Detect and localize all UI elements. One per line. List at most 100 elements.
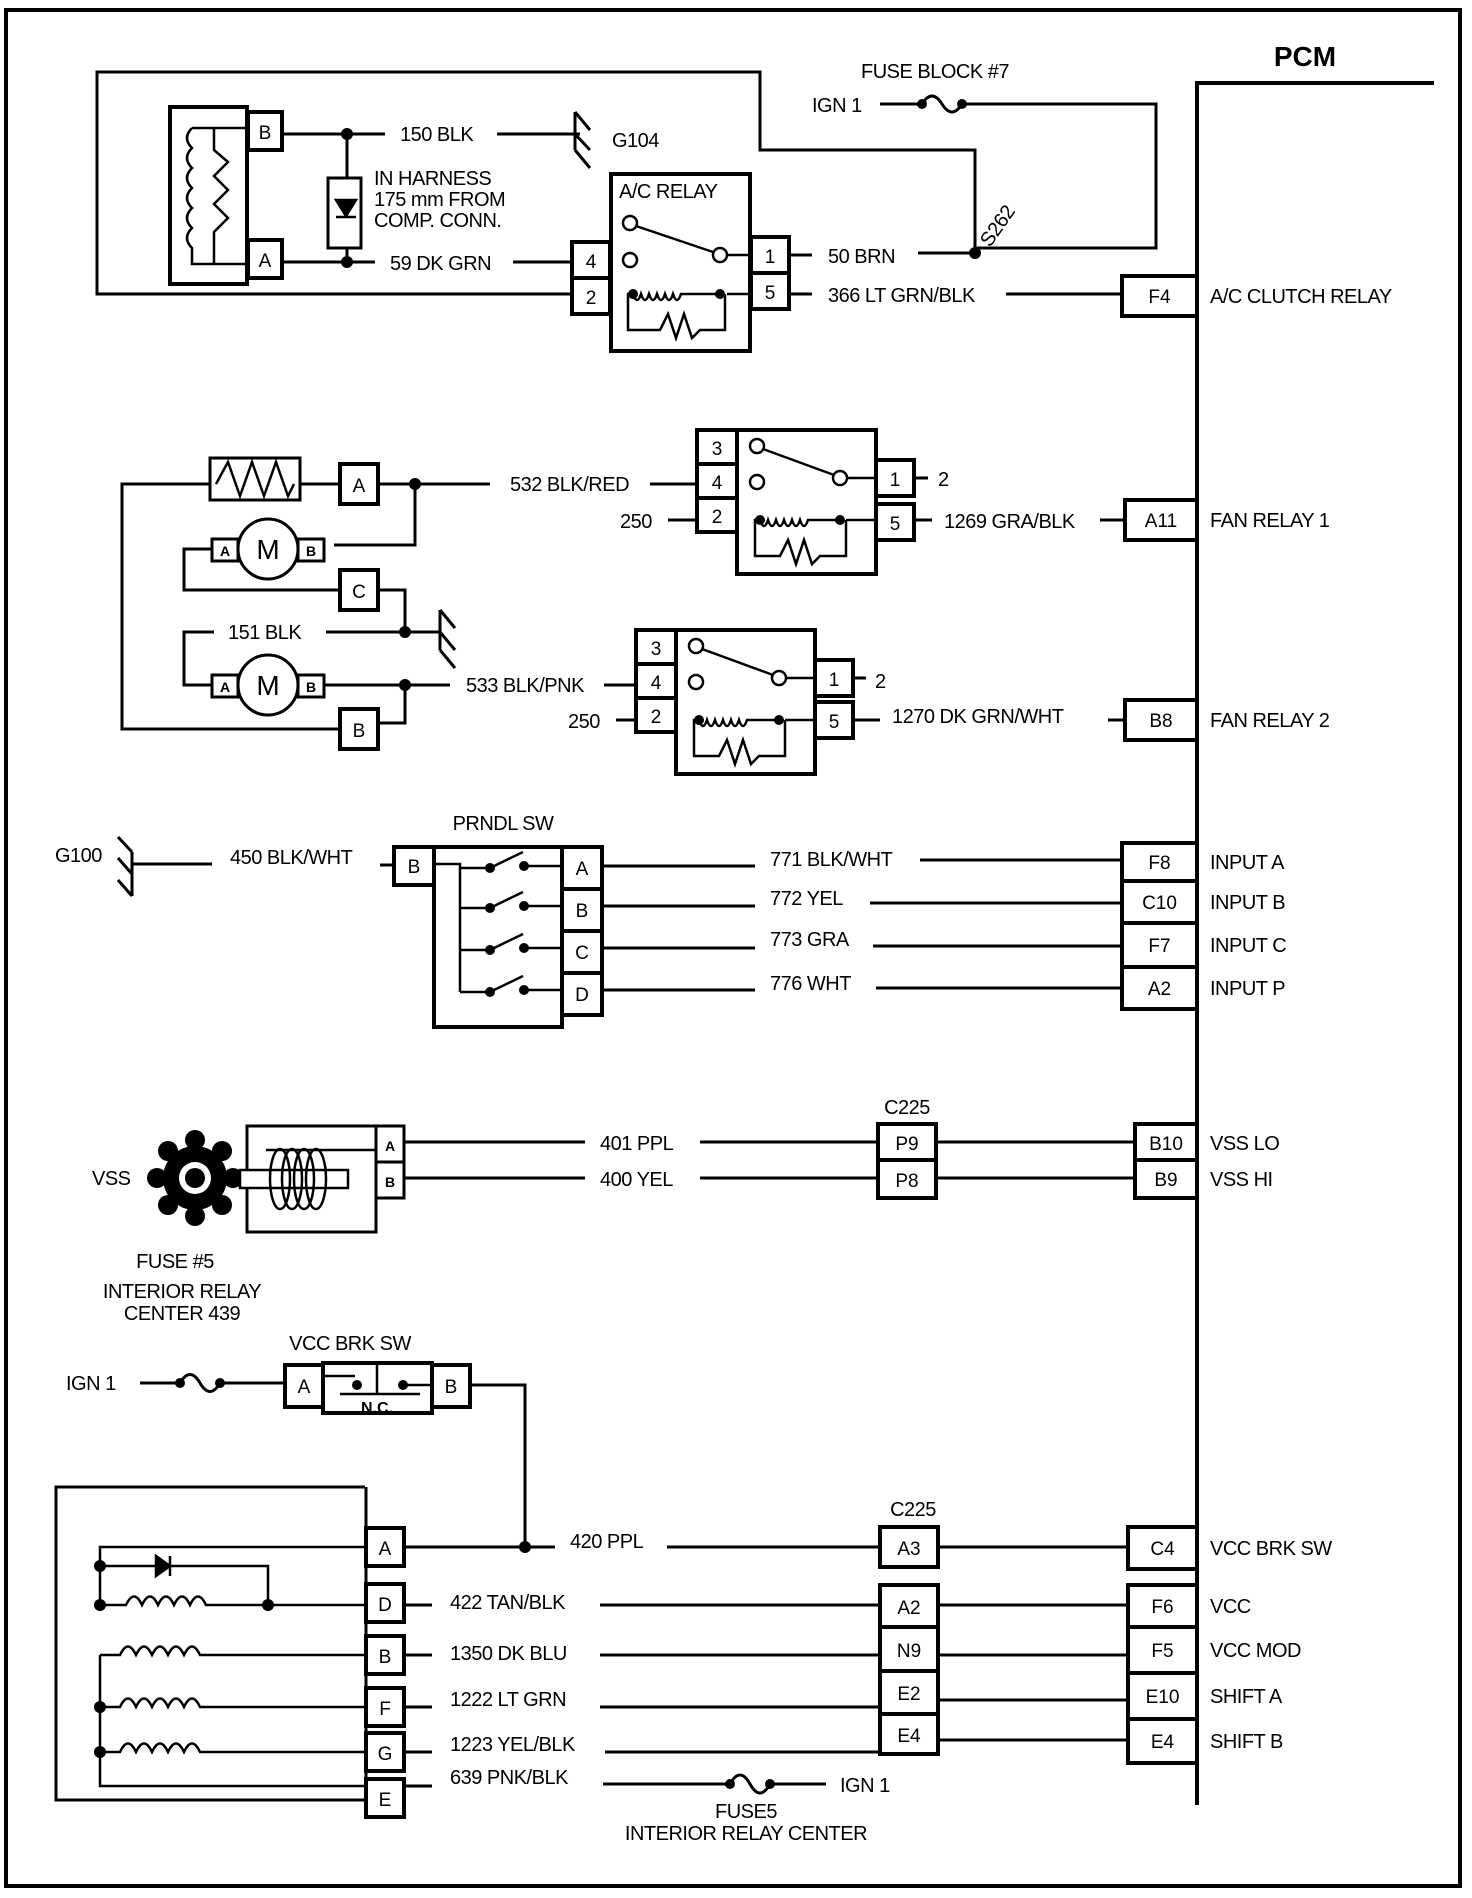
- ac-relay-pin-1: 1: [765, 247, 776, 268]
- fan-relay2-wire-250: 250: [568, 711, 600, 733]
- wire-532-blk-red: 532 BLK/RED: [510, 474, 629, 496]
- pcm-pin-label-f6: VCC: [1210, 1596, 1251, 1618]
- fan-relay1-pin-1: 1: [890, 470, 901, 491]
- wire-400-yel: 400 YEL: [600, 1169, 673, 1191]
- shift-a-solenoid-coil-icon: [100, 1697, 366, 1710]
- wire-151-blk: 151 BLK: [228, 622, 302, 644]
- vss-pin-a: A: [385, 1138, 395, 1154]
- wire-450-blk-wht: 450 BLK/WHT: [230, 847, 353, 869]
- vss-circuit: VSS A B 401 PPL 400 YEL C225: [92, 1097, 1135, 1234]
- compressor-pin-a: A: [259, 251, 272, 272]
- vss-connector-c225: C225: [884, 1097, 930, 1119]
- fan-relay2-pin-2: 2: [651, 707, 662, 728]
- prndl-pin-b: B: [576, 901, 589, 922]
- pcm-pin-label-e4: SHIFT B: [1210, 1731, 1283, 1753]
- fan-relay1-pin-2: 2: [712, 507, 723, 528]
- fuse-block-7-label: FUSE BLOCK #7: [861, 61, 1009, 83]
- pcm-pin-box-a11: [1123, 498, 1199, 542]
- splice-label: S262: [976, 201, 1020, 251]
- cooling-fan-circuit: A 532 BLK/RED M A B C 151 BLK M A B 533 …: [120, 428, 1125, 776]
- pcm-pin-label-b9: VSS HI: [1210, 1169, 1273, 1191]
- wire-771-blk-wht: 771 BLK/WHT: [770, 849, 893, 871]
- prndl-pin-c: C: [575, 943, 589, 964]
- page-frame: [4, 8, 1462, 1888]
- ground-g104-icon: [573, 111, 592, 169]
- wire-150-blk: 150 BLK: [400, 124, 474, 146]
- pcm-pin-label-c10: INPUT B: [1210, 892, 1285, 914]
- bottom-fuse-center-label: INTERIOR RELAY CENTER: [625, 1823, 867, 1845]
- vss-label: VSS: [92, 1168, 131, 1190]
- pcm-pin-label-a2: INPUT P: [1210, 978, 1285, 1000]
- pcm-pin-box-b9: [1133, 1158, 1199, 1200]
- wire-773-gra: 773 GRA: [770, 929, 850, 951]
- prndl-pin-a: A: [576, 859, 589, 880]
- ac-relay-pin-5: 5: [765, 283, 776, 304]
- compressor-clutch: [168, 105, 249, 286]
- vcc-switch-pin-a: A: [298, 1377, 311, 1398]
- motor-1-symbol: M: [256, 534, 279, 565]
- coil-icon: [185, 126, 248, 266]
- c225-lower-label: C225: [890, 1499, 936, 1521]
- solenoid-pin-b: B: [379, 1647, 392, 1668]
- prndl-contacts: [460, 850, 562, 997]
- fan-relay2-pin-3: 3: [651, 639, 662, 660]
- fan-resistor-pin-a: A: [353, 476, 366, 497]
- vss-reluctor-icon: [147, 1130, 243, 1226]
- pcm-pin-f8: F8: [1148, 853, 1170, 874]
- pcm-pin-e10: E10: [1146, 1687, 1180, 1708]
- wire-1223-yel-blk: 1223 YEL/BLK: [450, 1734, 576, 1756]
- ground-g100-icon: [116, 835, 134, 897]
- pcm-pin-label-c4: VCC BRK SW: [1210, 1538, 1332, 1560]
- wire-639-pnk-blk: 639 PNK/BLK: [450, 1767, 569, 1789]
- prndl-switch: [432, 845, 564, 1029]
- solenoid-pin-f: F: [379, 1699, 391, 1720]
- pcm-pin-box-e4: [1126, 1717, 1199, 1765]
- wire-1222-lt-grn: 1222 LT GRN: [450, 1689, 566, 1711]
- pcm-pin-f6: F6: [1151, 1597, 1173, 1618]
- wire-50-brn: 50 BRN: [828, 246, 895, 268]
- tcc-solenoid-coil-icon: [100, 1595, 366, 1608]
- wire-776-wht: 776 WHT: [770, 973, 851, 995]
- wire-1269-gra-blk: 1269 GRA/BLK: [944, 511, 1076, 533]
- wire-1350-dk-blu: 1350 DK BLU: [450, 1643, 567, 1665]
- fan-relay1-pin-4: 4: [712, 473, 723, 494]
- pcm-pin-label-f5: VCC MOD: [1210, 1640, 1301, 1662]
- diode-note-line2: 175 mm FROM: [374, 189, 505, 211]
- fan-relay2-pin-4: 4: [651, 673, 662, 694]
- c225-pin-a2: A2: [897, 1598, 920, 1619]
- pcm-pin-label-a11: FAN RELAY 1: [1210, 510, 1330, 532]
- tcc-diode-icon: [154, 1553, 173, 1579]
- motor-2-pin-a: A: [220, 679, 230, 695]
- wire-533-blk-pnk: 533 BLK/PNK: [466, 675, 585, 697]
- resistor-icon: [212, 128, 230, 264]
- vss-pin-b: B: [385, 1174, 395, 1190]
- pcm-pin-label-f7: INPUT C: [1210, 935, 1286, 957]
- fan-relay2-pin-5: 5: [829, 712, 840, 733]
- solenoid-pin-a: A: [379, 1539, 392, 1560]
- vcc-mod-solenoid-coil-icon: [100, 1645, 366, 1658]
- fan-relay2-out-2: 2: [875, 671, 886, 693]
- pcm-pin-label-f8: INPUT A: [1210, 852, 1285, 874]
- vcc-ign1-label: IGN 1: [66, 1373, 116, 1395]
- compressor-pin-b: B: [259, 123, 272, 144]
- fan-relay2-pin-1: 1: [829, 670, 840, 691]
- fan-relay-1: 3 4 2 1 5 2 250 1269 GRA/BLK: [620, 428, 1125, 576]
- c225-pin-e4: E4: [897, 1726, 921, 1747]
- fan-relay1-wire-250: 250: [620, 511, 652, 533]
- fan-relay-2: 3 4 2 1 5 2 250 1270 DK GRN/WHT: [568, 628, 1125, 776]
- fan-pin-b: B: [353, 721, 366, 742]
- shift-b-solenoid-coil-icon: [100, 1742, 366, 1755]
- wire-401-ppl: 401 PPL: [600, 1133, 674, 1155]
- fuse-5-icon: [178, 1373, 222, 1393]
- fuse-center-line1: INTERIOR RELAY: [103, 1281, 261, 1303]
- fan-relay1-pin-5: 5: [890, 514, 901, 535]
- ign1-label: IGN 1: [812, 95, 862, 117]
- pcm-pin-f7: F7: [1148, 936, 1170, 957]
- pcm-pin-b9: B9: [1154, 1170, 1177, 1191]
- solenoid-pin-g: G: [378, 1744, 393, 1765]
- pcm-pin-label-f4: A/C CLUTCH RELAY: [1210, 286, 1392, 308]
- ground-g100-label: G100: [55, 845, 102, 867]
- ac-relay-pin-2: 2: [586, 288, 597, 309]
